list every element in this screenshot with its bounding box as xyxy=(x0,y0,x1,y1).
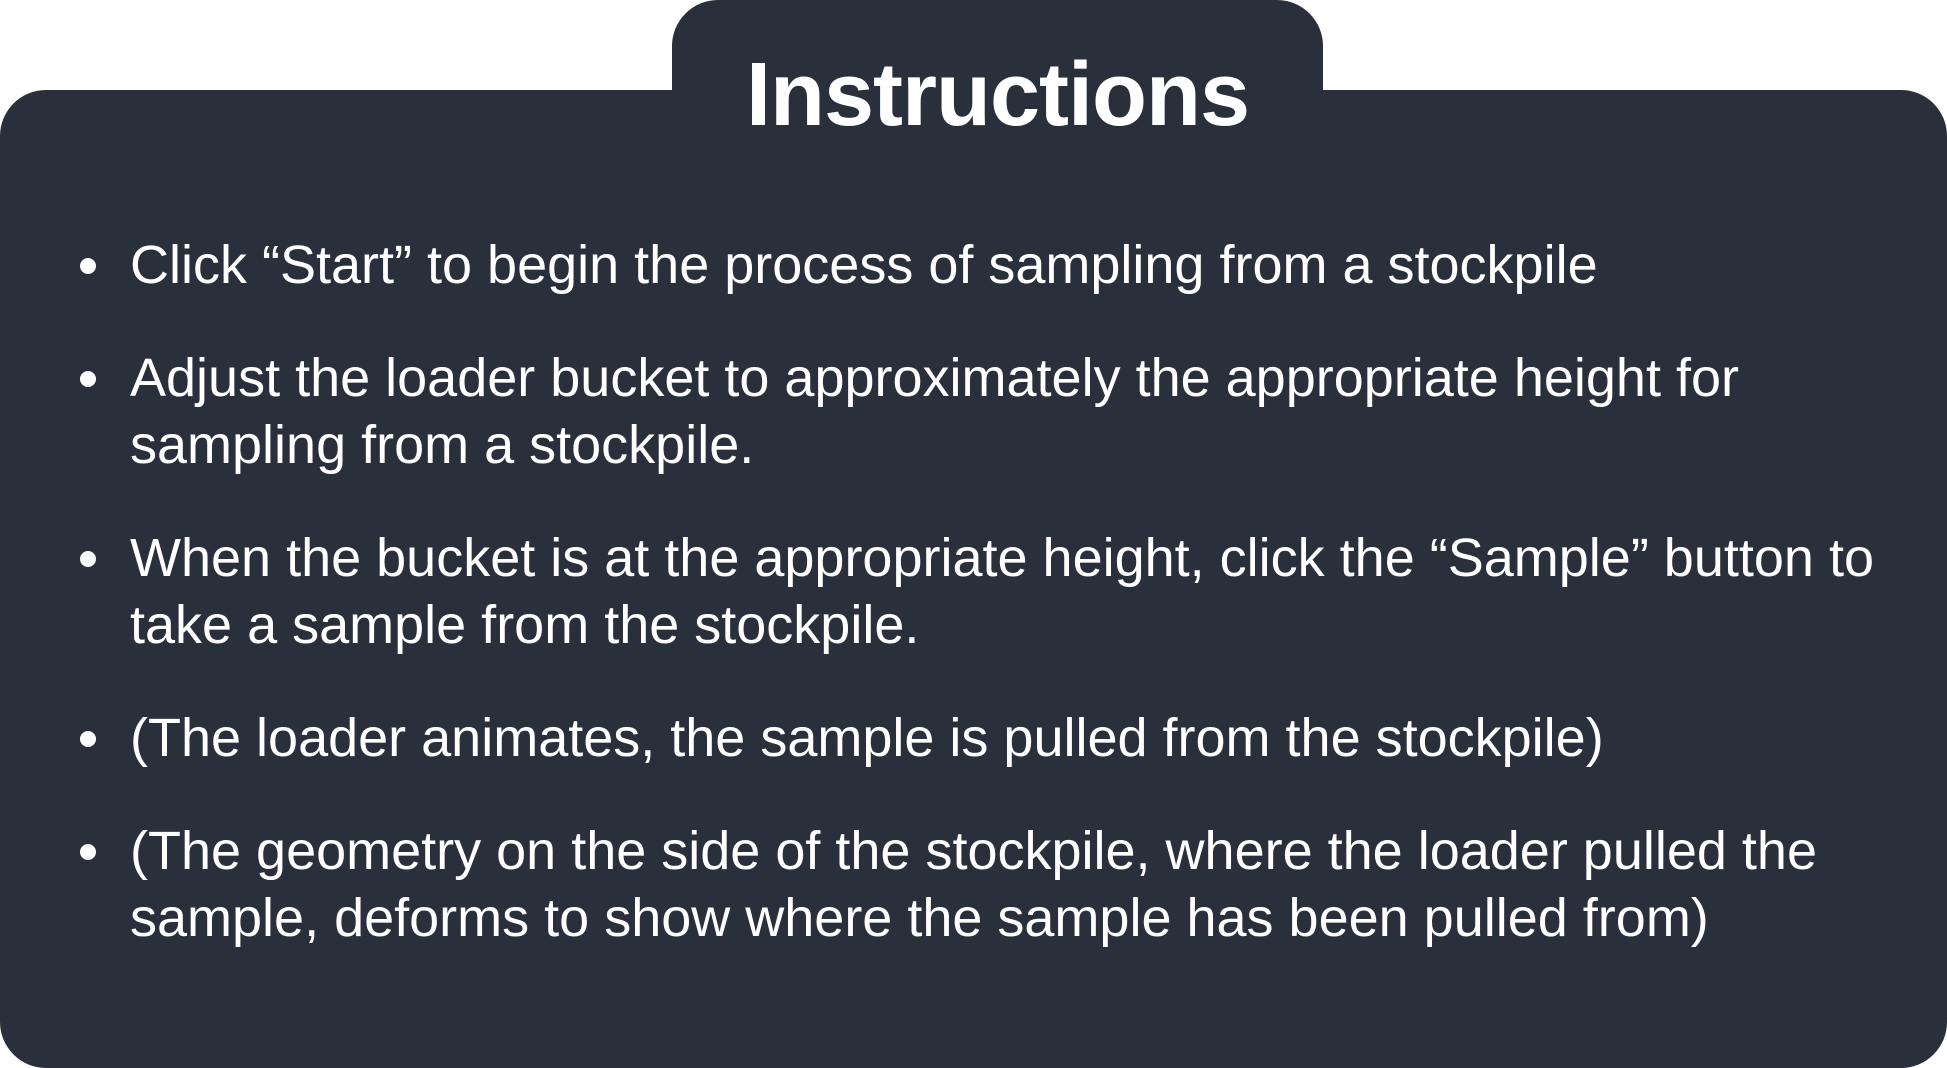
list-item: (The geometry on the side of the stockpi… xyxy=(0,818,1947,952)
instruction-list: Click “Start” to begin the process of sa… xyxy=(0,232,1947,998)
bullet-icon xyxy=(80,731,96,747)
list-item: When the bucket is at the appropriate he… xyxy=(0,525,1947,659)
instructions-panel xyxy=(0,90,1947,1068)
list-item: Adjust the loader bucket to approximatel… xyxy=(0,345,1947,479)
list-item: (The loader animates, the sample is pull… xyxy=(0,705,1947,772)
instruction-text: When the bucket is at the appropriate he… xyxy=(130,528,1874,655)
title-tab xyxy=(672,0,1323,160)
bullet-icon xyxy=(80,844,96,860)
bullet-icon xyxy=(80,258,96,274)
instruction-text: Adjust the loader bucket to approximatel… xyxy=(130,348,1739,475)
bullet-icon xyxy=(80,371,96,387)
bullet-icon xyxy=(80,551,96,567)
list-item: Click “Start” to begin the process of sa… xyxy=(0,232,1947,299)
instruction-text: Click “Start” to begin the process of sa… xyxy=(130,235,1598,295)
panel-title: Instructions xyxy=(745,45,1250,145)
instruction-text: (The geometry on the side of the stockpi… xyxy=(130,821,1817,948)
instruction-text: (The loader animates, the sample is pull… xyxy=(130,708,1604,768)
